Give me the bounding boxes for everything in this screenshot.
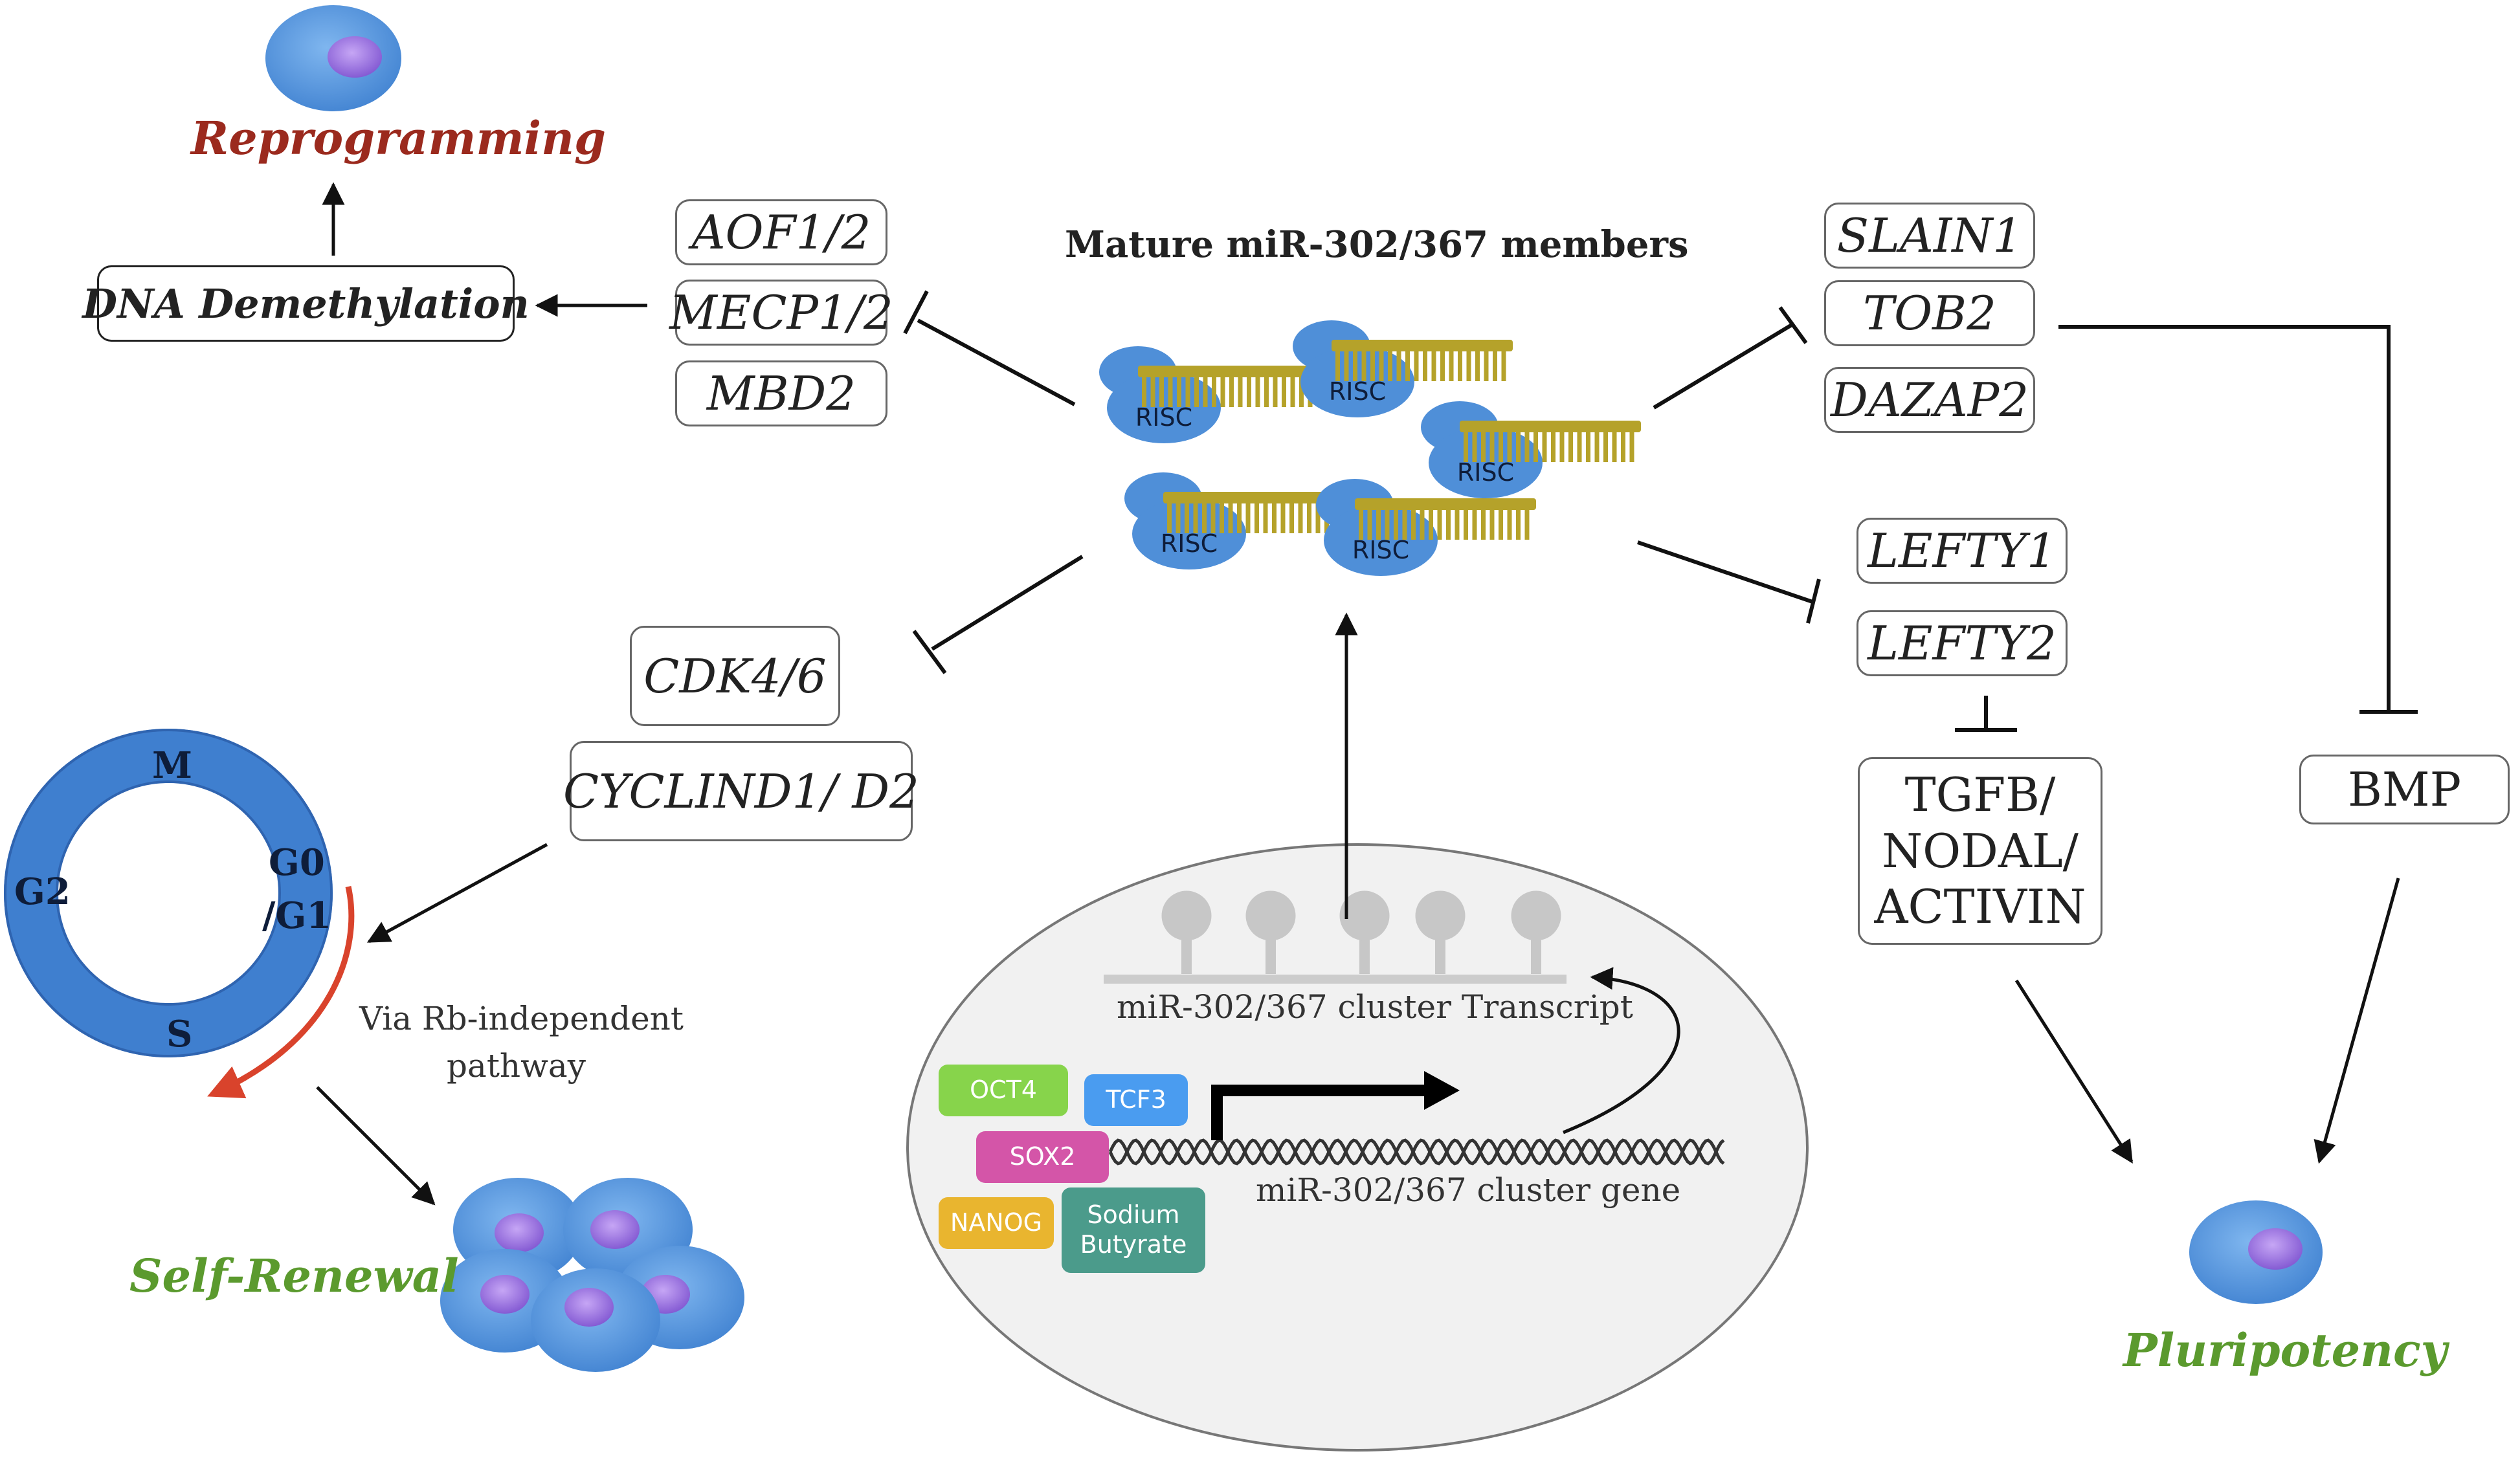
dna-demethylation-box: DNA Demethylation	[82, 265, 530, 342]
mature-mirna-title: Mature miR-302/367 members	[1065, 223, 1689, 266]
risc-label: RISC	[1457, 458, 1514, 487]
risc-label: RISC	[1135, 403, 1192, 432]
risc-complex-1: RISC	[1099, 346, 1319, 443]
phase-g0-label: G0	[269, 841, 325, 884]
nucleus	[906, 843, 1809, 1452]
gene-to-transcript-arrow	[1563, 967, 1680, 1134]
cell-cycle-ring	[4, 729, 333, 1057]
lefty2-box: LEFTY2	[1857, 610, 2068, 676]
phase-m-label: M	[152, 744, 192, 787]
risc-label: RISC	[1329, 377, 1386, 406]
oct4-factor: OCT4	[939, 1065, 1068, 1116]
nodal-line: NODAL/	[1882, 823, 2079, 878]
risc-complex-2: RISC	[1293, 320, 1513, 417]
bmp-box: BMP	[2299, 755, 2510, 824]
sodium-line: Sodium	[1087, 1200, 1180, 1230]
mirna-cluster-transcript	[1104, 890, 1567, 984]
sox2-factor: SOX2	[976, 1131, 1109, 1183]
mirna-cluster-gene-dna	[1108, 1138, 1725, 1165]
tgfb-line: TGFB/	[1904, 768, 2056, 823]
reprogramming-cell	[265, 5, 401, 111]
cdk-box: CDK4/6	[630, 626, 840, 726]
slain1-box: SLAIN1	[1824, 203, 2035, 269]
via-rb-label: Via Rb-independent	[359, 1000, 684, 1037]
transcript-label: miR-302/367 cluster Transcript	[1117, 988, 1633, 1026]
mbd2-box: MBD2	[675, 360, 887, 426]
cyclin-to-cell-cycle-arrow	[366, 843, 548, 944]
tgfb-nodal-activin-box: TGFB/ NODAL/ ACTIVIN	[1858, 757, 2102, 945]
phase-g2-label: G2	[14, 870, 71, 913]
lefty-inhibits-tgfb	[1955, 696, 2017, 732]
pluripotency-cell	[2189, 1200, 2323, 1304]
tob2-box: TOB2	[1824, 280, 2035, 346]
reprogramming-label: Reprogramming	[191, 111, 606, 165]
aof-box: AOF1/2	[675, 199, 887, 265]
self-renewal-label: Self-Renewal	[129, 1249, 459, 1303]
activin-line: ACTIVIN	[1874, 879, 2086, 934]
tgfb-to-pluripotency-arrow	[2014, 979, 2134, 1164]
tob2-inhibits-bmp	[2058, 325, 2418, 714]
pathway-label: pathway	[447, 1047, 586, 1085]
inhibit-right-top-targets	[1653, 306, 1808, 410]
pluripotency-label: Pluripotency	[2123, 1323, 2448, 1377]
risc-complex-5: RISC	[1316, 479, 1536, 576]
nanog-factor: NANOG	[939, 1197, 1054, 1249]
risc-mirna-complexes: RISC RISC RISC RISC RISC	[1099, 320, 1641, 576]
inhibit-cell-cycle-targets	[912, 555, 1084, 674]
phase-g1-label: /G1	[262, 894, 332, 937]
bmp-to-pluripotency-arrow	[2314, 878, 2400, 1164]
risc-label: RISC	[1352, 536, 1409, 564]
cell-cycle-progression-arrow	[207, 886, 355, 1099]
butyrate-line: Butyrate	[1080, 1230, 1187, 1259]
cell-cycle-to-self-renewal-arrow	[316, 1086, 436, 1206]
tcf3-factor: TCF3	[1084, 1074, 1188, 1126]
inhibit-left-targets	[903, 290, 1076, 406]
risc-complex-4: RISC	[1124, 472, 1344, 569]
self-renewal-cell-cluster	[440, 1178, 744, 1372]
risc-complex-3: RISC	[1421, 401, 1641, 498]
dazap2-box: DAZAP2	[1824, 367, 2035, 433]
risc-label: RISC	[1161, 529, 1218, 558]
phase-s-label: S	[166, 1013, 193, 1055]
cluster-gene-label: miR-302/367 cluster gene	[1256, 1171, 1681, 1209]
inhibit-lefty-targets	[1637, 540, 1821, 624]
cyclin-box: CYCLIND1/ D2	[563, 741, 919, 841]
lefty1-box: LEFTY1	[1857, 518, 2068, 584]
sodium-butyrate-factor: Sodium Butyrate	[1062, 1187, 1205, 1273]
mecp-box: MECP1/2	[669, 280, 893, 346]
transcription-start-arrow	[1211, 1085, 1431, 1140]
